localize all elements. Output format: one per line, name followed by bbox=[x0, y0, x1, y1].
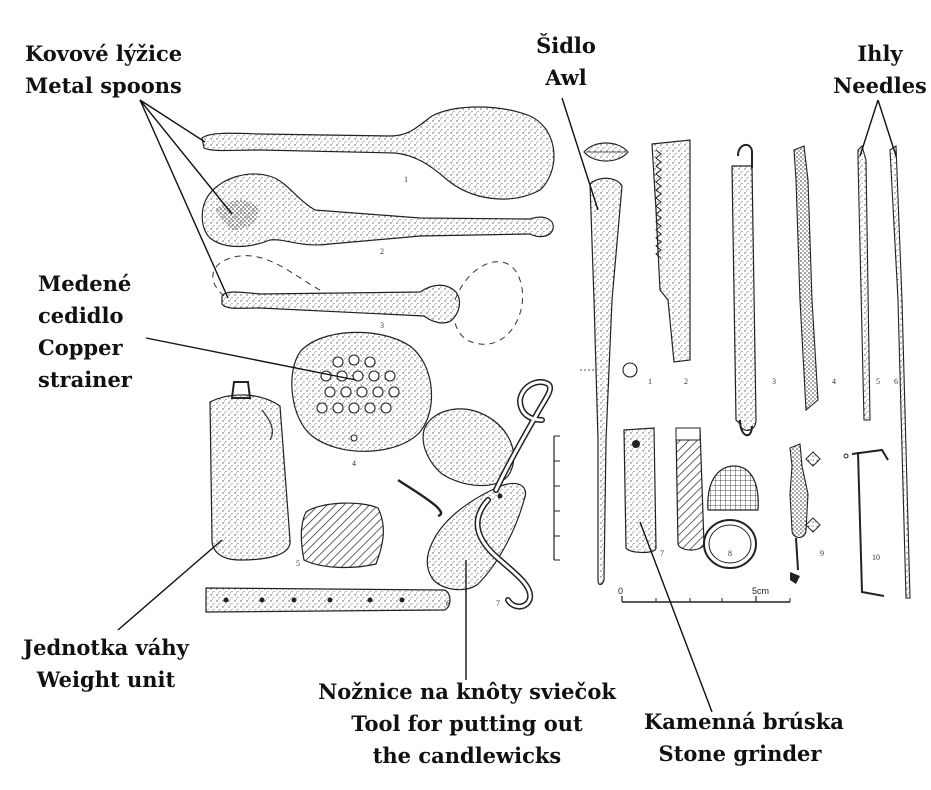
leader-grinder bbox=[639, 521, 713, 713]
plate-number-4: 4 bbox=[352, 459, 356, 468]
leader-spoon-3 bbox=[139, 99, 229, 299]
awl-drawing bbox=[580, 142, 638, 586]
thimble bbox=[707, 465, 759, 511]
label-weight-sk: Jednotka váhy bbox=[23, 635, 189, 660]
label-needles-sk: Ihly bbox=[857, 41, 903, 66]
figure-number-5: 5 bbox=[876, 377, 880, 386]
leader-awl bbox=[561, 97, 599, 211]
label-snuffer-en-2: the candlewicks bbox=[372, 743, 562, 768]
leader-weight bbox=[117, 539, 223, 631]
figure-number-3: 3 bbox=[772, 377, 776, 386]
stone-grinder-drawing bbox=[623, 427, 657, 554]
label-strainer-sk-2: cedidlo bbox=[38, 303, 124, 328]
ring bbox=[703, 519, 757, 569]
label-copper-strainer: Medené cedidlo Copper strainer bbox=[38, 268, 132, 396]
label-metal-spoons: Kovové lýžice Metal spoons bbox=[25, 38, 182, 102]
label-weight-unit: Jednotka váhy Weight unit bbox=[18, 632, 194, 696]
figure-number-6: 6 bbox=[894, 377, 898, 386]
label-candle-snuffer: Nožnice na knôty sviečok Tool for puttin… bbox=[318, 676, 616, 772]
candle-snuffer bbox=[422, 379, 554, 610]
label-needles-en: Needles bbox=[833, 73, 927, 98]
weight-unit bbox=[209, 381, 291, 561]
spoon-1 bbox=[201, 106, 555, 200]
label-awl-sk: Šidlo bbox=[536, 33, 596, 58]
leader-spoon-1 bbox=[139, 99, 206, 143]
leader-strainer bbox=[145, 337, 357, 381]
needle-5 bbox=[857, 144, 871, 421]
bronze-pin bbox=[789, 443, 821, 584]
label-snuffer-sk: Nožnice na knôty sviečok bbox=[318, 679, 616, 704]
wire-fragment bbox=[397, 479, 443, 518]
plate-number-6: 6 bbox=[446, 599, 450, 608]
plate-number-5: 5 bbox=[296, 559, 300, 568]
label-strainer-en-2: strainer bbox=[38, 367, 132, 392]
hatched-fragment bbox=[300, 502, 384, 569]
plate-number-2: 2 bbox=[380, 247, 384, 256]
label-spoons-en: Metal spoons bbox=[25, 73, 182, 98]
label-grinder-en: Stone grinder bbox=[658, 741, 822, 766]
needle-6 bbox=[889, 144, 911, 599]
plate-number-7: 7 bbox=[496, 599, 500, 608]
leader-lines bbox=[117, 97, 897, 713]
figure-number-4: 4 bbox=[832, 377, 836, 386]
hatched-bar bbox=[675, 427, 705, 551]
label-spoons-sk: Kovové lýžice bbox=[25, 41, 183, 66]
figure-number-8: 8 bbox=[728, 549, 732, 558]
plate-number-3: 3 bbox=[380, 321, 384, 330]
label-weight-en: Weight unit bbox=[36, 667, 176, 692]
leader-needle-5 bbox=[859, 99, 879, 157]
spoon-2 bbox=[201, 173, 554, 248]
right-plate-numbers: 1 2 3 4 5 6 7 8 9 10 bbox=[648, 377, 898, 562]
spoon-3 bbox=[212, 255, 524, 345]
label-strainer-sk-1: Medené bbox=[38, 271, 132, 296]
leader-needle-6 bbox=[877, 99, 897, 157]
scale-bar: 0 5cm bbox=[618, 586, 791, 603]
saw-blade bbox=[651, 139, 691, 363]
figure-number-1: 1 bbox=[648, 377, 652, 386]
label-needles: Ihly Needles bbox=[832, 38, 928, 102]
riveted-strip bbox=[205, 587, 451, 613]
leader-spoon-2 bbox=[139, 99, 233, 215]
label-stone-grinder: Kamenná brúska Stone grinder bbox=[644, 706, 844, 770]
label-awl: Šidlo Awl bbox=[530, 30, 602, 94]
scale-end: 5cm bbox=[752, 586, 769, 596]
figure-number-2: 2 bbox=[684, 377, 688, 386]
label-grinder-sk: Kamenná brúska bbox=[644, 709, 844, 734]
copper-strainer bbox=[291, 331, 433, 452]
figure-number-9: 9 bbox=[820, 549, 824, 558]
label-strainer-en-1: Copper bbox=[38, 335, 123, 360]
hooked-needle bbox=[731, 144, 757, 436]
plate-number-1: 1 bbox=[404, 175, 408, 184]
label-snuffer-en-1: Tool for putting out bbox=[351, 711, 583, 736]
figure-number-7: 7 bbox=[660, 549, 664, 558]
bent-needle bbox=[843, 448, 889, 597]
left-scale-bar bbox=[553, 435, 560, 561]
twisted-rod bbox=[793, 145, 819, 412]
scale-start: 0 bbox=[618, 586, 623, 596]
figure-number-10: 10 bbox=[872, 553, 880, 562]
label-awl-en: Awl bbox=[545, 65, 587, 90]
left-plate-numbers: 1 2 3 4 5 6 7 bbox=[296, 175, 500, 608]
